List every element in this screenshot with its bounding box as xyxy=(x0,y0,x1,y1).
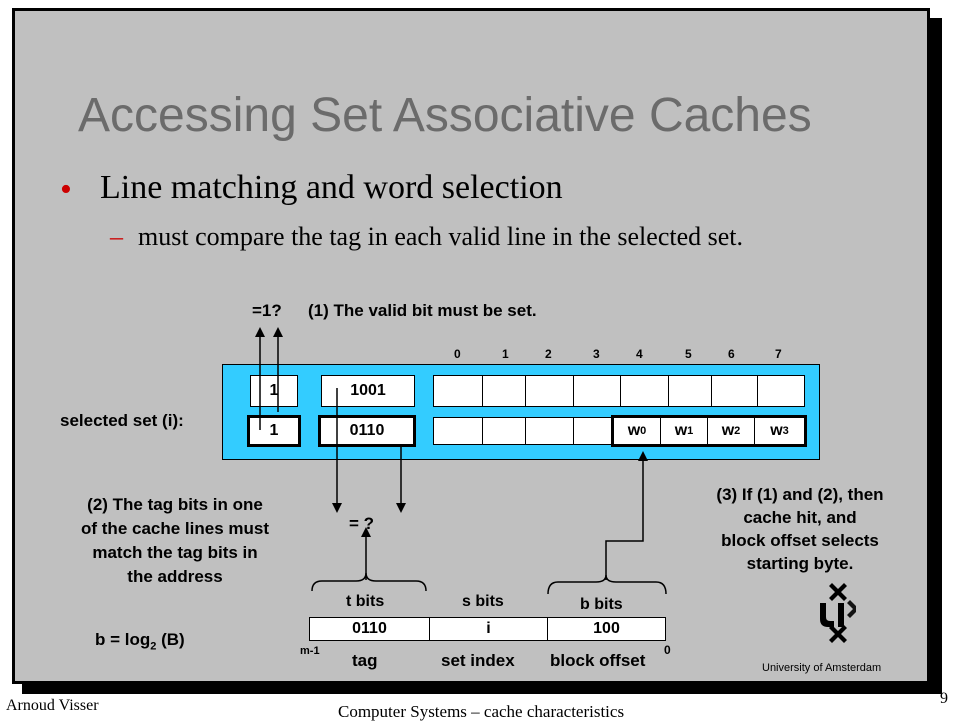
tag-cell: 0110 xyxy=(318,415,416,447)
bullet-dot: • xyxy=(60,171,72,208)
msb-label: m-1 xyxy=(300,645,320,657)
note-valid-bit: (1) The valid bit must be set. xyxy=(308,301,537,320)
page-number: 9 xyxy=(940,690,948,707)
slide-background xyxy=(12,8,930,684)
address-tag-field: 0110 xyxy=(309,617,430,641)
word-divider xyxy=(707,418,708,444)
byte-divider xyxy=(573,376,574,406)
byte-index: 2 xyxy=(545,347,552,361)
word-divider xyxy=(660,418,661,444)
t-bits-brace xyxy=(311,572,427,592)
byte-divider xyxy=(620,376,621,406)
word-divider xyxy=(754,418,755,444)
b-bits-brace xyxy=(547,574,667,595)
valid-bit-cell: 1 xyxy=(247,415,301,447)
address-set-field: i xyxy=(429,617,548,641)
byte-divider xyxy=(711,376,712,406)
byte-divider xyxy=(668,376,669,406)
set-index-label: set index xyxy=(441,651,515,670)
address-offset-field: 100 xyxy=(547,617,666,641)
selected-set-label: selected set (i): xyxy=(60,411,184,430)
byte-index: 5 xyxy=(685,347,692,361)
bullet-text: Line matching and word selection xyxy=(100,169,563,206)
byte-index: 3 xyxy=(593,347,600,361)
t-bits-label: t bits xyxy=(346,593,385,610)
byte-index: 0 xyxy=(454,347,461,361)
byte-divider xyxy=(573,418,574,444)
byte-divider xyxy=(482,376,483,406)
block-offset-label: block offset xyxy=(550,651,646,670)
byte-index: 7 xyxy=(775,347,782,361)
s-bits-label: s bits xyxy=(462,593,504,610)
sub-bullet-text: must compare the tag in each valid line … xyxy=(138,222,744,251)
university-name: University of Amsterdam xyxy=(762,662,882,674)
note-tag-match: (2) The tag bits in one of the cache lin… xyxy=(81,495,269,586)
course-title: Computer Systems – cache characteristics xyxy=(338,702,625,721)
note-cache-hit: (3) If (1) and (2), then cache hit, and … xyxy=(716,485,884,573)
data-block-left xyxy=(433,417,613,445)
valid-bit-cell: 1 xyxy=(250,375,298,407)
sub-bullet-dash: – xyxy=(110,222,123,251)
valid-check-label: =1? xyxy=(252,301,282,320)
byte-divider xyxy=(525,418,526,444)
offset-arrow xyxy=(605,451,648,580)
byte-divider xyxy=(525,376,526,406)
byte-index: 1 xyxy=(502,347,509,361)
byte-divider xyxy=(482,418,483,444)
byte-index: 4 xyxy=(636,347,643,361)
data-block xyxy=(433,375,805,407)
tag-label: tag xyxy=(352,651,378,670)
block-size-formula: b = log2 (B) xyxy=(95,630,185,653)
slide-title: Accessing Set Associative Caches xyxy=(78,89,812,142)
byte-divider xyxy=(757,376,758,406)
byte-index: 6 xyxy=(728,347,735,361)
lsb-label: 0 xyxy=(664,643,671,657)
author: Arnoud Visser xyxy=(6,697,99,714)
b-bits-label: b bits xyxy=(580,596,623,613)
university-logo-icon xyxy=(820,583,856,643)
